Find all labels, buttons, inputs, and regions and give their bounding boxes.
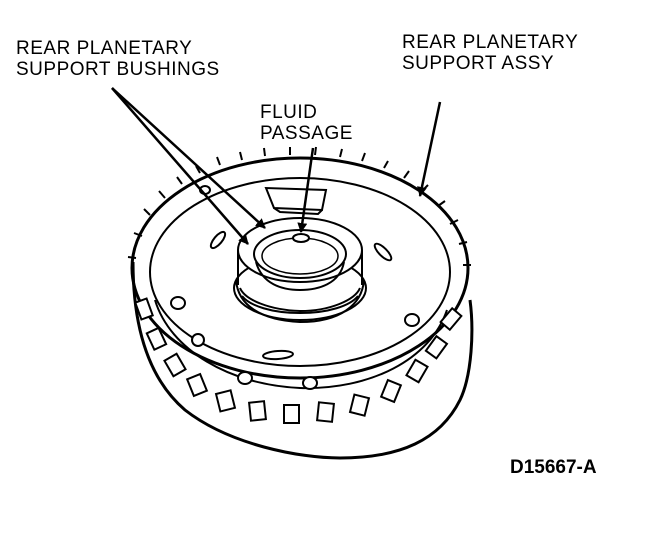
- support-tab: [264, 186, 328, 212]
- label-assy-line2: SUPPORT ASSY: [402, 53, 555, 74]
- label-fluid-line2: PASSAGE: [260, 123, 353, 144]
- fluid-passage-hole: [292, 233, 310, 243]
- label-bushings-line2: SUPPORT BUSHINGS: [16, 59, 220, 80]
- drum-rim-outer: [130, 156, 470, 380]
- figure-code: D15667-A: [510, 457, 597, 478]
- label-assy: REAR PLANETARY SUPPORT ASSY: [402, 32, 578, 74]
- drum-side-wall: [131, 261, 474, 460]
- rim-splines: [127, 146, 471, 266]
- drum-rim-inner: [149, 177, 451, 367]
- label-assy-line1: REAR PLANETARY: [402, 32, 579, 53]
- label-fluid-line1: FLUID: [260, 102, 318, 123]
- hub-rings: [239, 287, 361, 313]
- label-bushings: REAR PLANETARY SUPPORT BUSHINGS: [16, 38, 220, 80]
- label-fluid-passage: FLUID PASSAGE: [260, 102, 353, 144]
- leader-lines: [111, 87, 442, 245]
- label-bushings-line1: REAR PLANETARY: [16, 38, 193, 59]
- outer-teeth: [134, 297, 463, 424]
- drum-inner-floor: [154, 299, 448, 390]
